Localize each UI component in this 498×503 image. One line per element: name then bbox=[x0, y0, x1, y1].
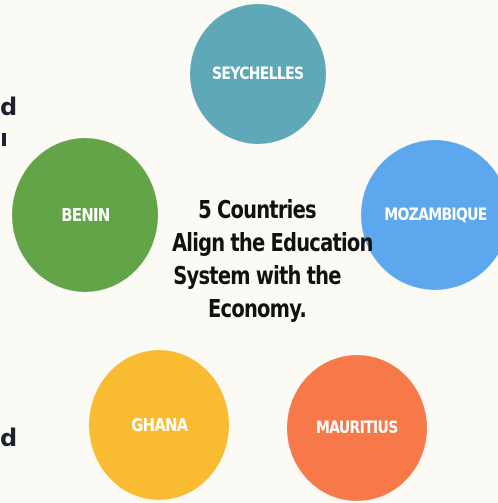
country-circle-mozambique: MOZAMBIQUE bbox=[361, 140, 498, 290]
country-label-ghana: GHANA bbox=[130, 414, 188, 436]
edge-text-fragment-top: d bbox=[0, 93, 18, 121]
center-title-line-2: Align the Education bbox=[171, 228, 373, 257]
edge-text-fragment-bottom: d bbox=[0, 424, 18, 452]
country-circle-ghana: GHANA bbox=[89, 350, 229, 500]
country-label-mauritius: MAURITIUS bbox=[316, 418, 398, 438]
center-title-line-3: System with the bbox=[173, 261, 341, 290]
country-circle-seychelles: SEYCHELLES bbox=[190, 4, 326, 144]
country-circle-mauritius: MAURITIUS bbox=[287, 355, 427, 501]
center-title-line-1: 5 Countries bbox=[198, 195, 316, 224]
edge-text-fragment-middle: n bbox=[0, 126, 6, 150]
country-circle-benin: BENIN bbox=[12, 138, 158, 292]
country-label-mozambique: MOZAMBIQUE bbox=[383, 205, 487, 225]
center-title-line-4: Economy. bbox=[208, 294, 307, 323]
center-title: 5 Countries Align the Education System w… bbox=[148, 193, 373, 325]
country-label-seychelles: SEYCHELLES bbox=[212, 64, 304, 84]
country-label-benin: BENIN bbox=[60, 204, 110, 226]
